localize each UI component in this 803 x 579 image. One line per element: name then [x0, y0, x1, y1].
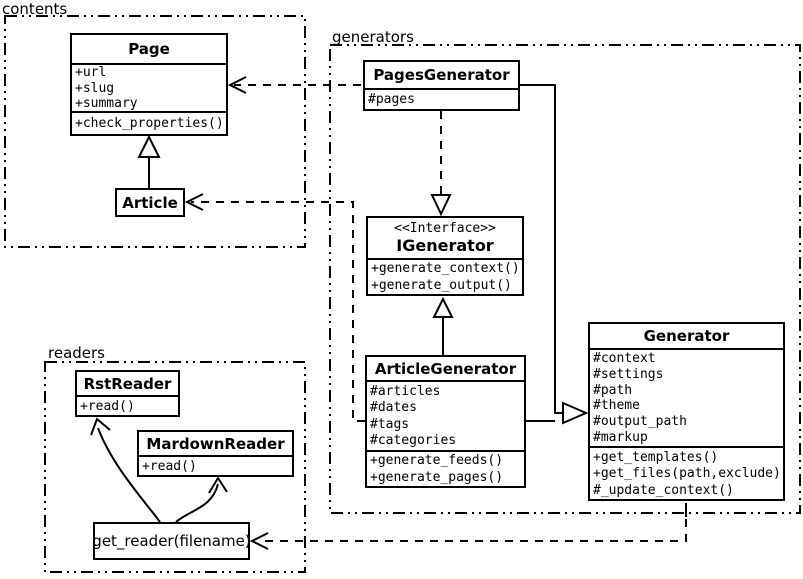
edge-pagesgenerator-generator-line	[520, 84, 563, 414]
attribute-line: #output_path	[593, 414, 687, 430]
attribute-line: +url	[75, 65, 107, 81]
method-line: +generate_output()	[371, 277, 512, 293]
method-line: #_update_context()	[593, 482, 734, 498]
class-box-articlegenerator: ArticleGenerator #articles #dates #tags …	[365, 355, 526, 488]
realization-arrowhead-igenerator	[430, 194, 452, 217]
package-label-readers: readers	[48, 344, 105, 362]
attributes-compartment-page: +url +slug +summary	[72, 63, 226, 111]
attribute-line: #context	[593, 350, 656, 366]
dependency-arrowhead-page	[227, 76, 247, 94]
attribute-line: #settings	[593, 366, 664, 382]
attribute-line: #tags	[370, 416, 410, 432]
package-border-generators	[329, 44, 801, 514]
dependency-arrowhead-getreader	[249, 532, 269, 550]
method-line: +get_templates()	[593, 449, 719, 465]
class-box-rstreader: RstReader +read()	[75, 370, 180, 417]
class-title-rstreader: RstReader	[83, 374, 172, 393]
class-box-page: Page +url +slug +summary +check_properti…	[70, 33, 228, 136]
function-box-get-reader: get_reader(filename)	[92, 522, 251, 560]
attribute-line: #markup	[593, 430, 648, 446]
edge-getreader-mardownreader-curve	[175, 483, 219, 523]
class-title-mardownreader: MardownReader	[146, 434, 285, 453]
class-box-article: Article	[115, 188, 185, 217]
arrowhead-rstreader	[90, 417, 111, 436]
attribute-line: #theme	[593, 398, 640, 414]
edge-getreader-rstreader-curve	[97, 427, 161, 523]
attribute-line: +slug	[75, 80, 115, 96]
attributes-compartment-articlegenerator: #articles #dates #tags #categories	[367, 380, 524, 450]
stereotype-label: <<Interface>>	[394, 221, 496, 236]
attribute-line: +summary	[75, 95, 138, 111]
attributes-compartment-generator: #context #settings #path #theme #output_…	[590, 348, 783, 446]
methods-compartment-articlegenerator: +generate_feeds() +generate_pages()	[367, 450, 524, 486]
class-title-generator: Generator	[643, 327, 730, 345]
class-title-article: Article	[122, 193, 178, 212]
edge-articlegenerator-article-dashed	[191, 201, 365, 422]
function-label-get-reader: get_reader(filename)	[92, 532, 251, 550]
methods-compartment-generator: +get_templates() +get_files(path,exclude…	[590, 446, 783, 499]
methods-compartment-mardownreader: +read()	[139, 455, 292, 475]
method-line: +generate_pages()	[370, 469, 504, 485]
generalization-arrowhead-page	[137, 134, 161, 158]
method-line: +generate_feeds()	[370, 453, 504, 469]
methods-compartment-rstreader: +read()	[77, 395, 178, 415]
class-box-igenerator: <<Interface>> IGenerator +generate_conte…	[366, 216, 524, 296]
method-line: +read()	[142, 458, 197, 474]
package-label-generators: generators	[332, 28, 414, 46]
class-box-mardownreader: MardownReader +read()	[137, 430, 294, 477]
arrowhead-mardownreader	[208, 476, 228, 494]
package-label-contents: contents	[2, 0, 68, 18]
method-line: +get_files(path,exclude)	[593, 466, 781, 481]
generalization-arrowhead-igenerator	[432, 296, 454, 318]
attributes-compartment-pagesgenerator: #pages	[365, 88, 518, 109]
class-box-generator: Generator #context #settings #path #them…	[588, 322, 785, 501]
class-box-pagesgenerator: PagesGenerator #pages	[363, 60, 520, 111]
attribute-line: #pages	[368, 92, 415, 107]
attribute-line: #categories	[370, 433, 457, 449]
package-border-contents	[4, 15, 306, 248]
class-title-pagesgenerator: PagesGenerator	[373, 66, 510, 84]
package-border-readers	[44, 361, 306, 573]
class-title-articlegenerator: ArticleGenerator	[374, 359, 517, 378]
method-line: +generate_context()	[371, 261, 520, 277]
class-title-igenerator: <<Interface>> IGenerator	[368, 218, 522, 258]
edge-generator-getreader-dashed	[258, 519, 687, 542]
methods-compartment-page: +check_properties()	[72, 111, 226, 134]
method-line: +read()	[80, 398, 135, 414]
attribute-line: #articles	[370, 383, 441, 399]
class-name-igenerator: IGenerator	[396, 236, 494, 255]
methods-compartment-igenerator: +generate_context() +generate_output()	[368, 258, 522, 294]
attribute-line: #dates	[370, 400, 417, 416]
attribute-line: #path	[593, 382, 633, 398]
class-title-page: Page	[128, 40, 170, 58]
method-line: +check_properties()	[75, 116, 224, 131]
dependency-arrowhead-article	[184, 193, 204, 211]
generalization-arrowhead-generator	[562, 401, 589, 425]
